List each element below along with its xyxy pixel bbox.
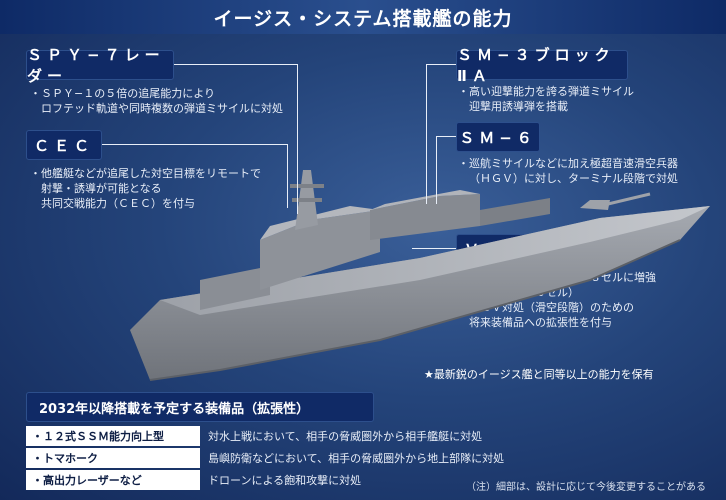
- sm3-description: ・高い迎撃能力を誇る弾道ミサイル 迎撃用誘導弾を搭載: [458, 84, 634, 114]
- sm3-label: ＳＭ−３ブロックⅡＡ: [456, 46, 628, 85]
- future-equipment-title: 2032年以降搭載を予定する装備品（拡張性）: [26, 392, 374, 422]
- future-item-name: ・トマホーク: [26, 448, 200, 468]
- spy7-label: ＳＰＹ−７レーダー: [26, 46, 174, 85]
- future-item-name: ・高出力レーザーなど: [26, 470, 200, 490]
- cec-line: 共同交戦能力（ＣＥＣ）を付与: [41, 197, 195, 210]
- sm3-connector: [426, 64, 456, 65]
- future-item-desc: 対水上戦において、相手の脅威圏外から相手艦艇に対処: [208, 430, 483, 443]
- sm6-label: ＳＭ−６: [456, 122, 540, 152]
- spy7-line: ・ＳＰＹ−１の５倍の追尾能力により: [30, 87, 215, 100]
- future-item-desc: 島嶼防衛などにおいて、相手の脅威圏外から地上部隊に対処: [208, 452, 505, 465]
- ship-illustration: [130, 170, 710, 381]
- vls-connector: [412, 248, 456, 249]
- cec-description: ・他艦艇などが追尾した対空目標をリモートで 射撃・誘導が可能となる 共同交戦能力…: [30, 166, 261, 211]
- cec-line: 射撃・誘導が可能となる: [41, 182, 162, 195]
- spy7-line: ロフテッド軌道や同時複数の弾道ミサイルに対処: [41, 102, 283, 115]
- sm6-connector: [436, 136, 456, 137]
- cec-label: ＣＥＣ: [26, 130, 102, 160]
- sm6-line: ・巡航ミサイルなどに加え極超音速滑空兵器: [458, 157, 678, 170]
- sm6-line: （ＨＧＶ）に対し、ターミナル段階で対処: [469, 172, 678, 185]
- cec-line: ・他艦艇などが追尾した対空目標をリモートで: [30, 167, 261, 180]
- future-item: ・１２式ＳＳＭ能力向上型 対水上戦において、相手の脅威圏外から相手艦艇に対処: [26, 426, 482, 446]
- page-title: イージス・システム搭載艦の能力: [0, 0, 726, 34]
- sm6-connector-drop: [436, 136, 437, 204]
- future-item-name: ・１２式ＳＳＭ能力向上型: [26, 426, 200, 446]
- vls-line: 将来装備品への拡張性を付与: [469, 316, 612, 329]
- cec-connector: [102, 144, 287, 145]
- sm6-description: ・巡航ミサイルなどに加え極超音速滑空兵器 （ＨＧＶ）に対し、ターミナル段階で対処: [458, 156, 678, 186]
- future-item: ・高出力レーザーなど ドローンによる飽和攻撃に対処: [26, 470, 361, 490]
- capability-note: ★最新鋭のイージス艦と同等以上の能力を保有: [424, 368, 654, 381]
- spy7-description: ・ＳＰＹ−１の５倍の追尾能力により ロフテッド軌道や同時複数の弾道ミサイルに対処: [30, 86, 283, 116]
- future-item: ・トマホーク 島嶼防衛などにおいて、相手の脅威圏外から地上部隊に対処: [26, 448, 504, 468]
- future-item-desc: ドローンによる飽和攻撃に対処: [208, 474, 362, 487]
- footnote: （注）細部は、設計に応じて今後変更することがある: [466, 482, 706, 493]
- spy7-connector: [174, 64, 298, 65]
- sm3-line: ・高い迎撃能力を誇る弾道ミサイル: [458, 85, 634, 98]
- cec-connector-drop: [287, 144, 288, 208]
- sm3-line: 迎撃用誘導弾を搭載: [469, 100, 568, 113]
- sm3-connector-drop: [426, 64, 427, 204]
- spy7-connector-drop: [297, 64, 298, 214]
